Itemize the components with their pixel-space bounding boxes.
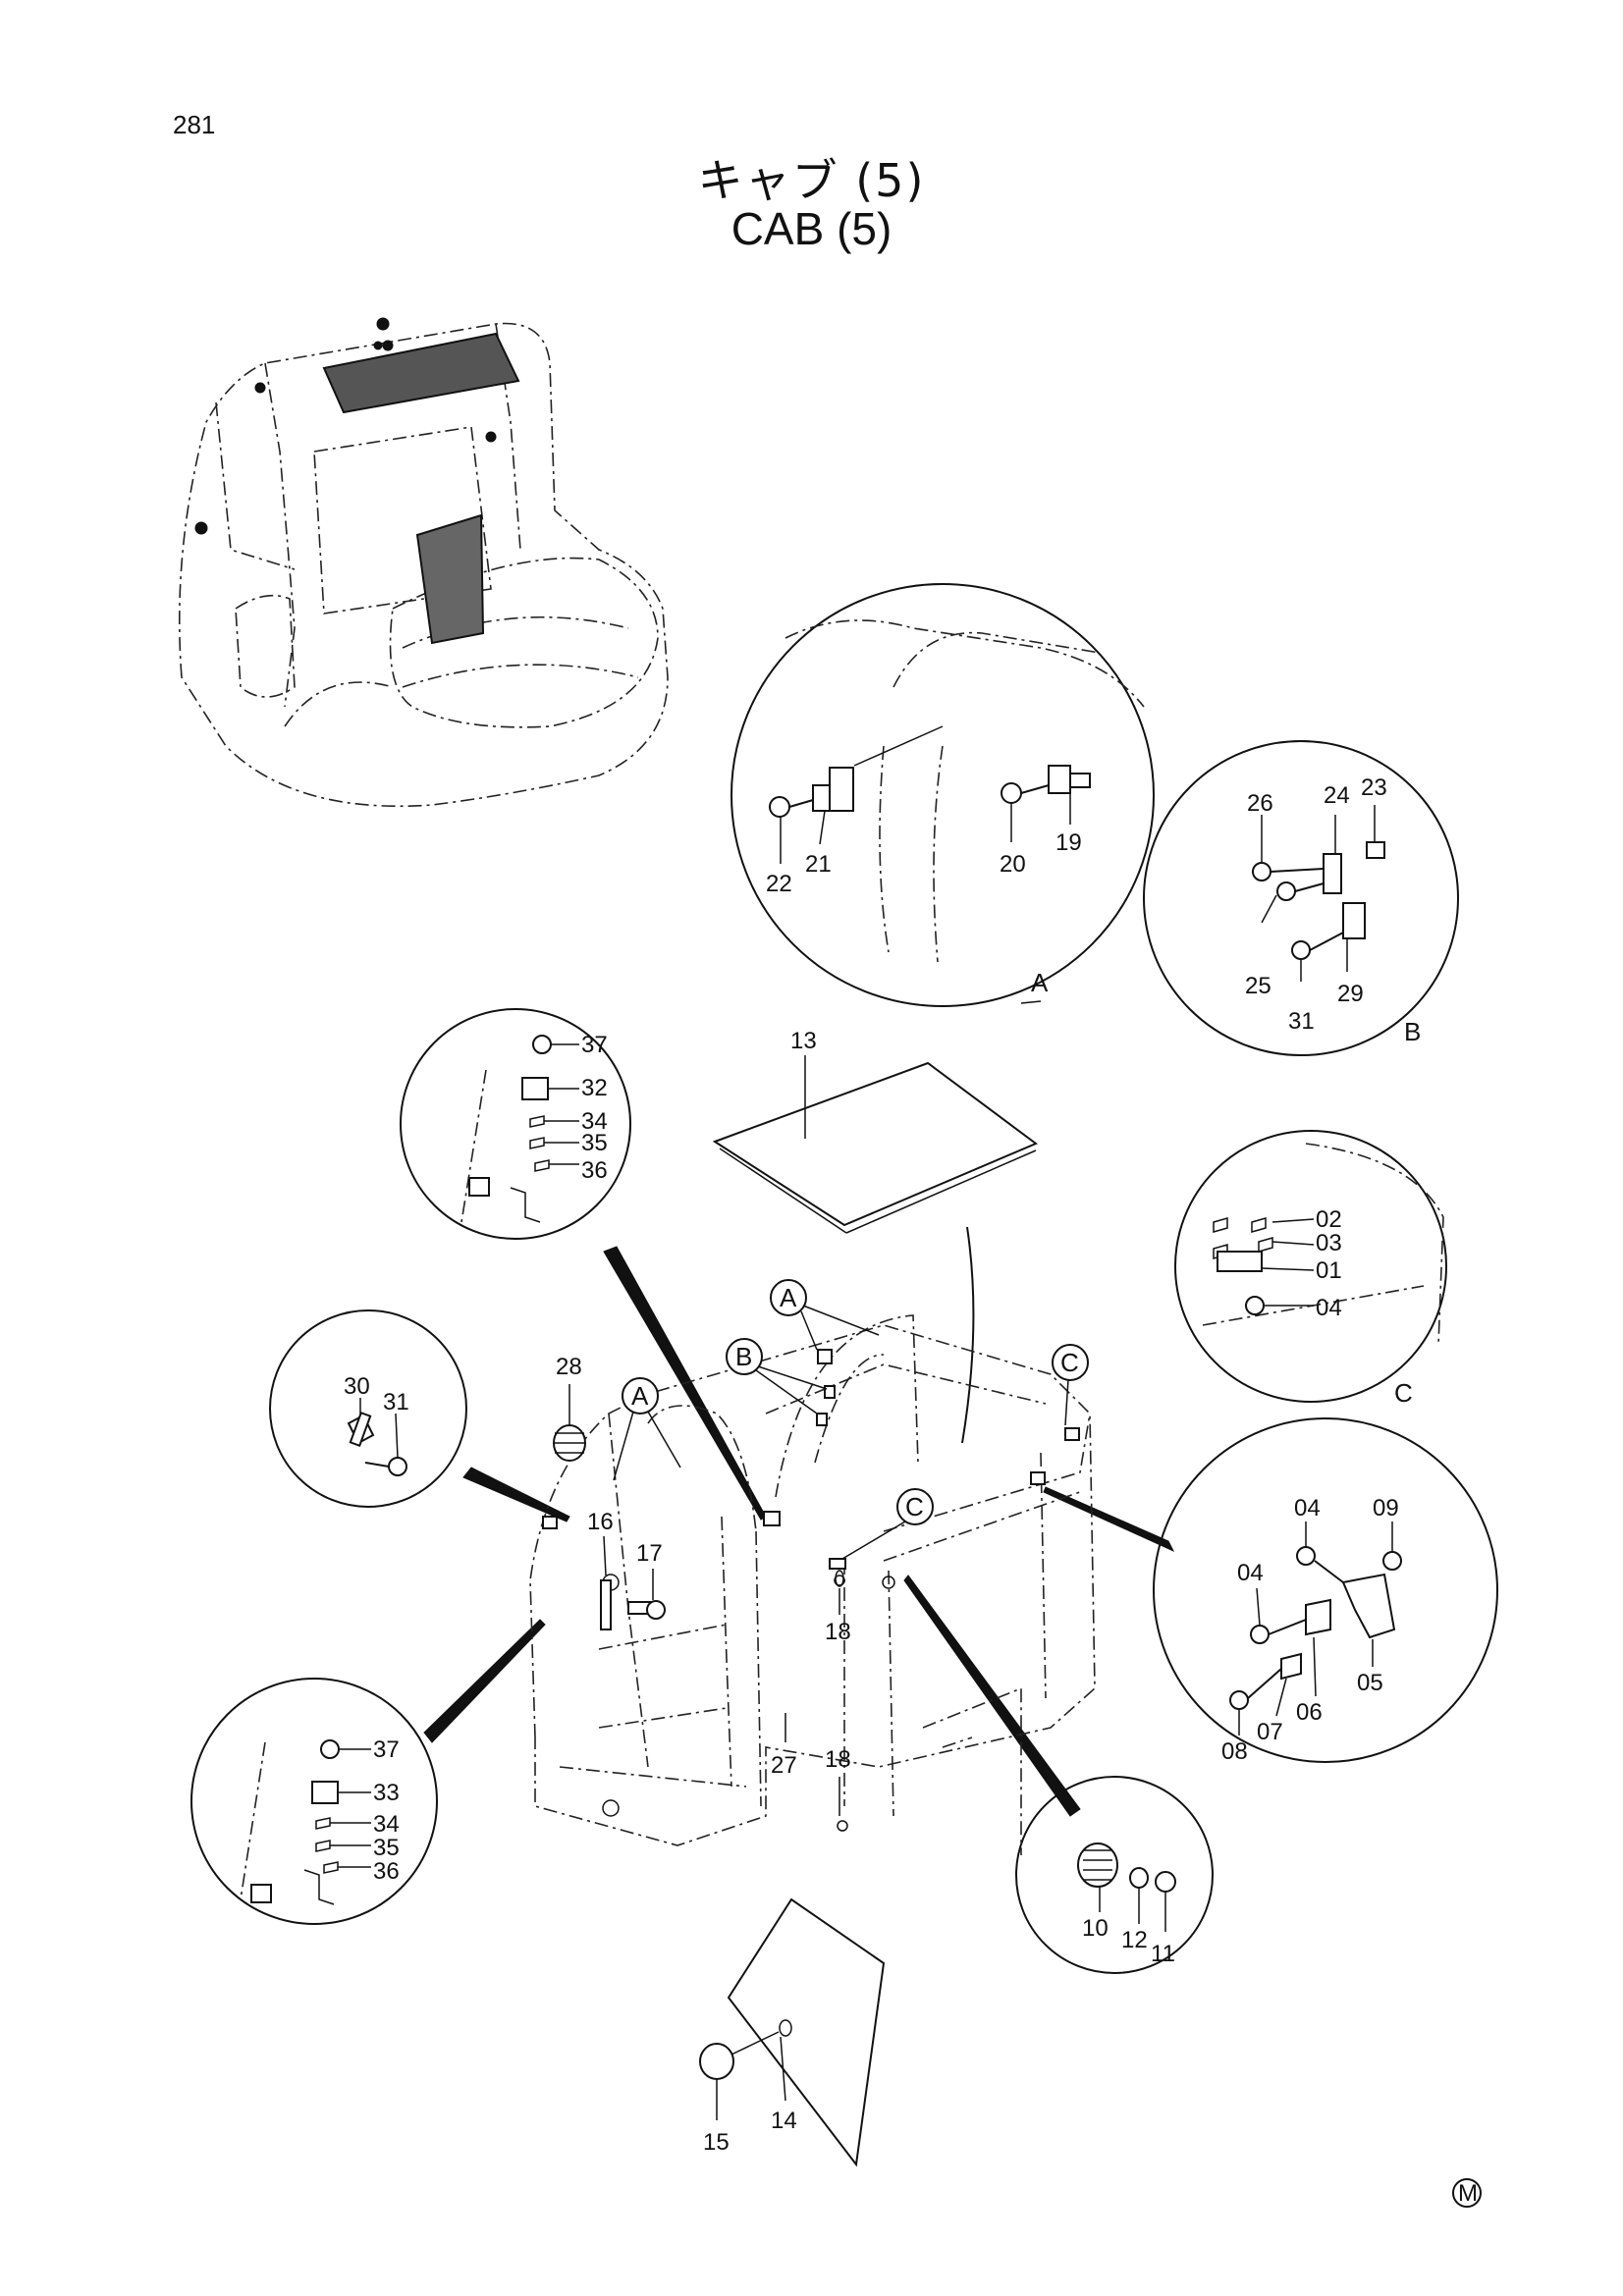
label-27: 27: [771, 1752, 797, 1779]
detail-circle-b: 26 24 23 25 29 31 B: [1143, 740, 1459, 1056]
roof-window-grid: [322, 332, 520, 414]
detail-circle-a: 22 21 20 19 A: [730, 583, 1155, 1007]
marker-b: B: [735, 1342, 752, 1371]
label-14: 14: [771, 2108, 797, 2134]
label-04-circle-c: 04: [1316, 1295, 1342, 1321]
label-08: 08: [1221, 1738, 1248, 1765]
label-37-lower: 37: [373, 1736, 400, 1763]
label-04-right-top: 04: [1294, 1495, 1321, 1522]
label-37-upper: 37: [581, 1032, 608, 1058]
main-cab-frame: [529, 1314, 1096, 1855]
label-11: 11: [1151, 1941, 1175, 1967]
overview-cab-illustration: [178, 317, 669, 808]
page-number: 281: [173, 110, 216, 139]
title-english: CAB (5): [730, 203, 893, 254]
label-09: 09: [1373, 1495, 1399, 1522]
label-20: 20: [1000, 851, 1026, 878]
label-02: 02: [1316, 1206, 1342, 1233]
label-07: 07: [1257, 1719, 1283, 1745]
marker-a-left: A: [631, 1381, 649, 1411]
detail-circle-left: 30 31: [269, 1309, 467, 1508]
marker-c-right: C: [1060, 1348, 1079, 1377]
label-01: 01: [1316, 1257, 1342, 1284]
detail-ref-c-label: C: [1394, 1378, 1413, 1408]
label-18-upper: 18: [825, 1619, 851, 1645]
marker-a-upper: A: [780, 1283, 797, 1312]
label-17: 17: [636, 1540, 663, 1567]
label-12: 12: [1121, 1927, 1148, 1953]
label-24: 24: [1324, 782, 1350, 809]
label-05: 05: [1357, 1670, 1383, 1696]
label-33: 33: [373, 1780, 400, 1806]
footer-m-mark: M: [1452, 2178, 1482, 2208]
label-32: 32: [581, 1075, 608, 1101]
label-04-right-mid: 04: [1237, 1560, 1264, 1586]
panel-14: 15 14: [699, 1897, 886, 2167]
detail-circle-c: 02 03 01 04 C: [1174, 1130, 1447, 1408]
title-japanese: キャブ (5): [697, 154, 926, 207]
label-34-upper: 34: [581, 1108, 608, 1135]
detail-circle-lower-left: 37 33 34 35 36: [190, 1678, 438, 1925]
front-window-mesh: [415, 513, 485, 645]
label-15: 15: [703, 2129, 730, 2156]
label-19: 19: [1055, 829, 1082, 856]
detail-circle-lower-right: 10 12 11: [1015, 1776, 1214, 1974]
detail-circle-upper-left: 37 32 34 35 36: [400, 1008, 631, 1240]
marker-c-center: C: [905, 1492, 924, 1522]
label-10: 10: [1082, 1915, 1109, 1942]
label-36-upper: 36: [581, 1157, 608, 1184]
label-26: 26: [1247, 790, 1273, 817]
label-31-top: 31: [1288, 1008, 1315, 1035]
label-28: 28: [556, 1354, 582, 1380]
label-23: 23: [1361, 774, 1387, 801]
label-34-lower: 34: [373, 1811, 400, 1838]
label-30: 30: [344, 1373, 370, 1400]
main-body-labels: 28 16 17 18 18 27: [553, 1354, 851, 1816]
label-25: 25: [1245, 973, 1271, 999]
detail-reference-markers: A B A C C: [613, 1279, 1089, 1560]
label-31-left: 31: [383, 1389, 409, 1415]
detail-ref-a-label: A: [1031, 968, 1049, 997]
label-03: 03: [1316, 1230, 1342, 1256]
label-18-lower: 18: [825, 1746, 851, 1773]
label-35-upper: 35: [581, 1130, 608, 1156]
label-29: 29: [1337, 981, 1364, 1007]
floor-mat-13: 13: [712, 1028, 1038, 1234]
detail-leader-wedges: [423, 1226, 1175, 1817]
label-22: 22: [766, 871, 792, 897]
label-06: 06: [1296, 1699, 1323, 1726]
footer-mark-text: M: [1458, 2180, 1478, 2207]
label-21: 21: [805, 851, 832, 878]
label-16: 16: [587, 1509, 614, 1535]
label-13: 13: [790, 1028, 817, 1054]
detail-circle-right-bracket: 04 09 04 05 06 07 08: [1153, 1417, 1498, 1765]
label-36-lower: 36: [373, 1858, 400, 1885]
detail-ref-b-label: B: [1404, 1017, 1421, 1046]
label-35-lower: 35: [373, 1835, 400, 1861]
